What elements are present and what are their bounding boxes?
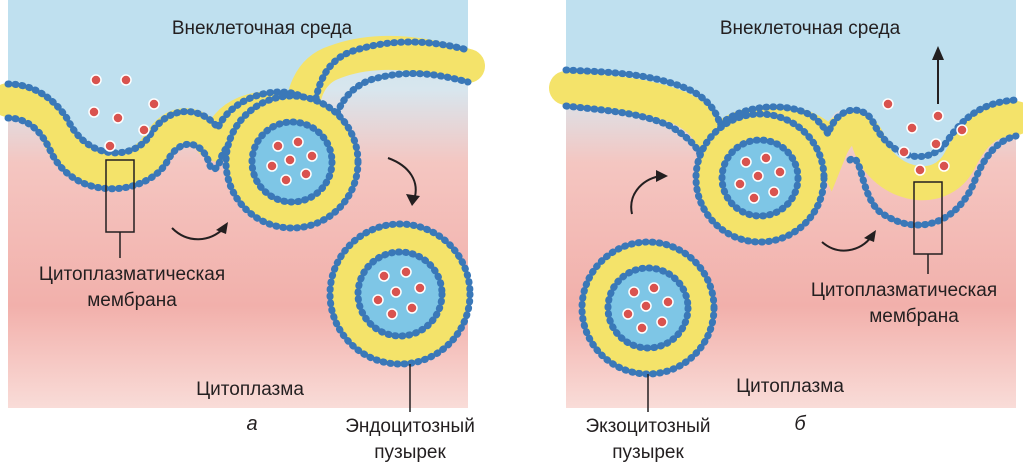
panel-a-vesicle-label-line2: пузырек <box>374 442 446 463</box>
panel-a-cytoplasm-label: Цитоплазма <box>196 379 304 400</box>
panel-b-membrane-label-line2: мембрана <box>869 306 959 327</box>
cargo-particle <box>933 111 943 121</box>
panel-b-extracellular-label: Внеклеточная среда <box>720 18 901 39</box>
panel-b-cytoplasm-label: Цитоплазма <box>736 376 844 397</box>
panel-a-membrane-label-line2: мембрана <box>87 290 177 311</box>
cargo-particle <box>149 99 159 109</box>
panel-a-membrane-label-line1: Цитоплазматическая <box>39 264 225 285</box>
panel-a-letter: а <box>246 413 257 435</box>
panel-b-vesicle-label-line1: Экзоцитозный <box>585 416 710 437</box>
panel-b-membrane-label-line1: Цитоплазматическая <box>811 280 997 301</box>
cargo-particle <box>939 161 949 171</box>
cargo-particle <box>113 113 123 123</box>
panel-a-endocytic-vesicle <box>330 224 470 364</box>
cargo-particle <box>89 107 99 117</box>
cargo-particle <box>931 139 941 149</box>
cargo-particle <box>883 99 893 109</box>
cargo-particle <box>907 123 917 133</box>
cargo-particle <box>91 75 101 85</box>
panel-b-letter: б <box>794 413 806 435</box>
cargo-particle <box>957 125 967 135</box>
panel-a-forming-vesicle <box>226 96 358 228</box>
panel-a-extracellular-label: Внеклеточная среда <box>172 18 353 39</box>
panel-b-vesicle-label-line2: пузырек <box>612 442 684 463</box>
cargo-particle <box>105 141 115 151</box>
cargo-particle <box>899 147 909 157</box>
panel-b: Внеклеточная среда Цитоплазматическая ме… <box>566 0 1016 463</box>
cargo-particle <box>139 125 149 135</box>
panel-a: Внеклеточная среда Цитоплазматическая ме… <box>8 0 475 463</box>
cargo-particle <box>915 165 925 175</box>
panel-b-fusing-vesicle <box>696 114 824 242</box>
panel-b-exocytic-vesicle <box>582 242 714 374</box>
cargo-particle <box>121 75 131 85</box>
panel-a-vesicle-label-line1: Эндоцитозный <box>345 416 475 437</box>
